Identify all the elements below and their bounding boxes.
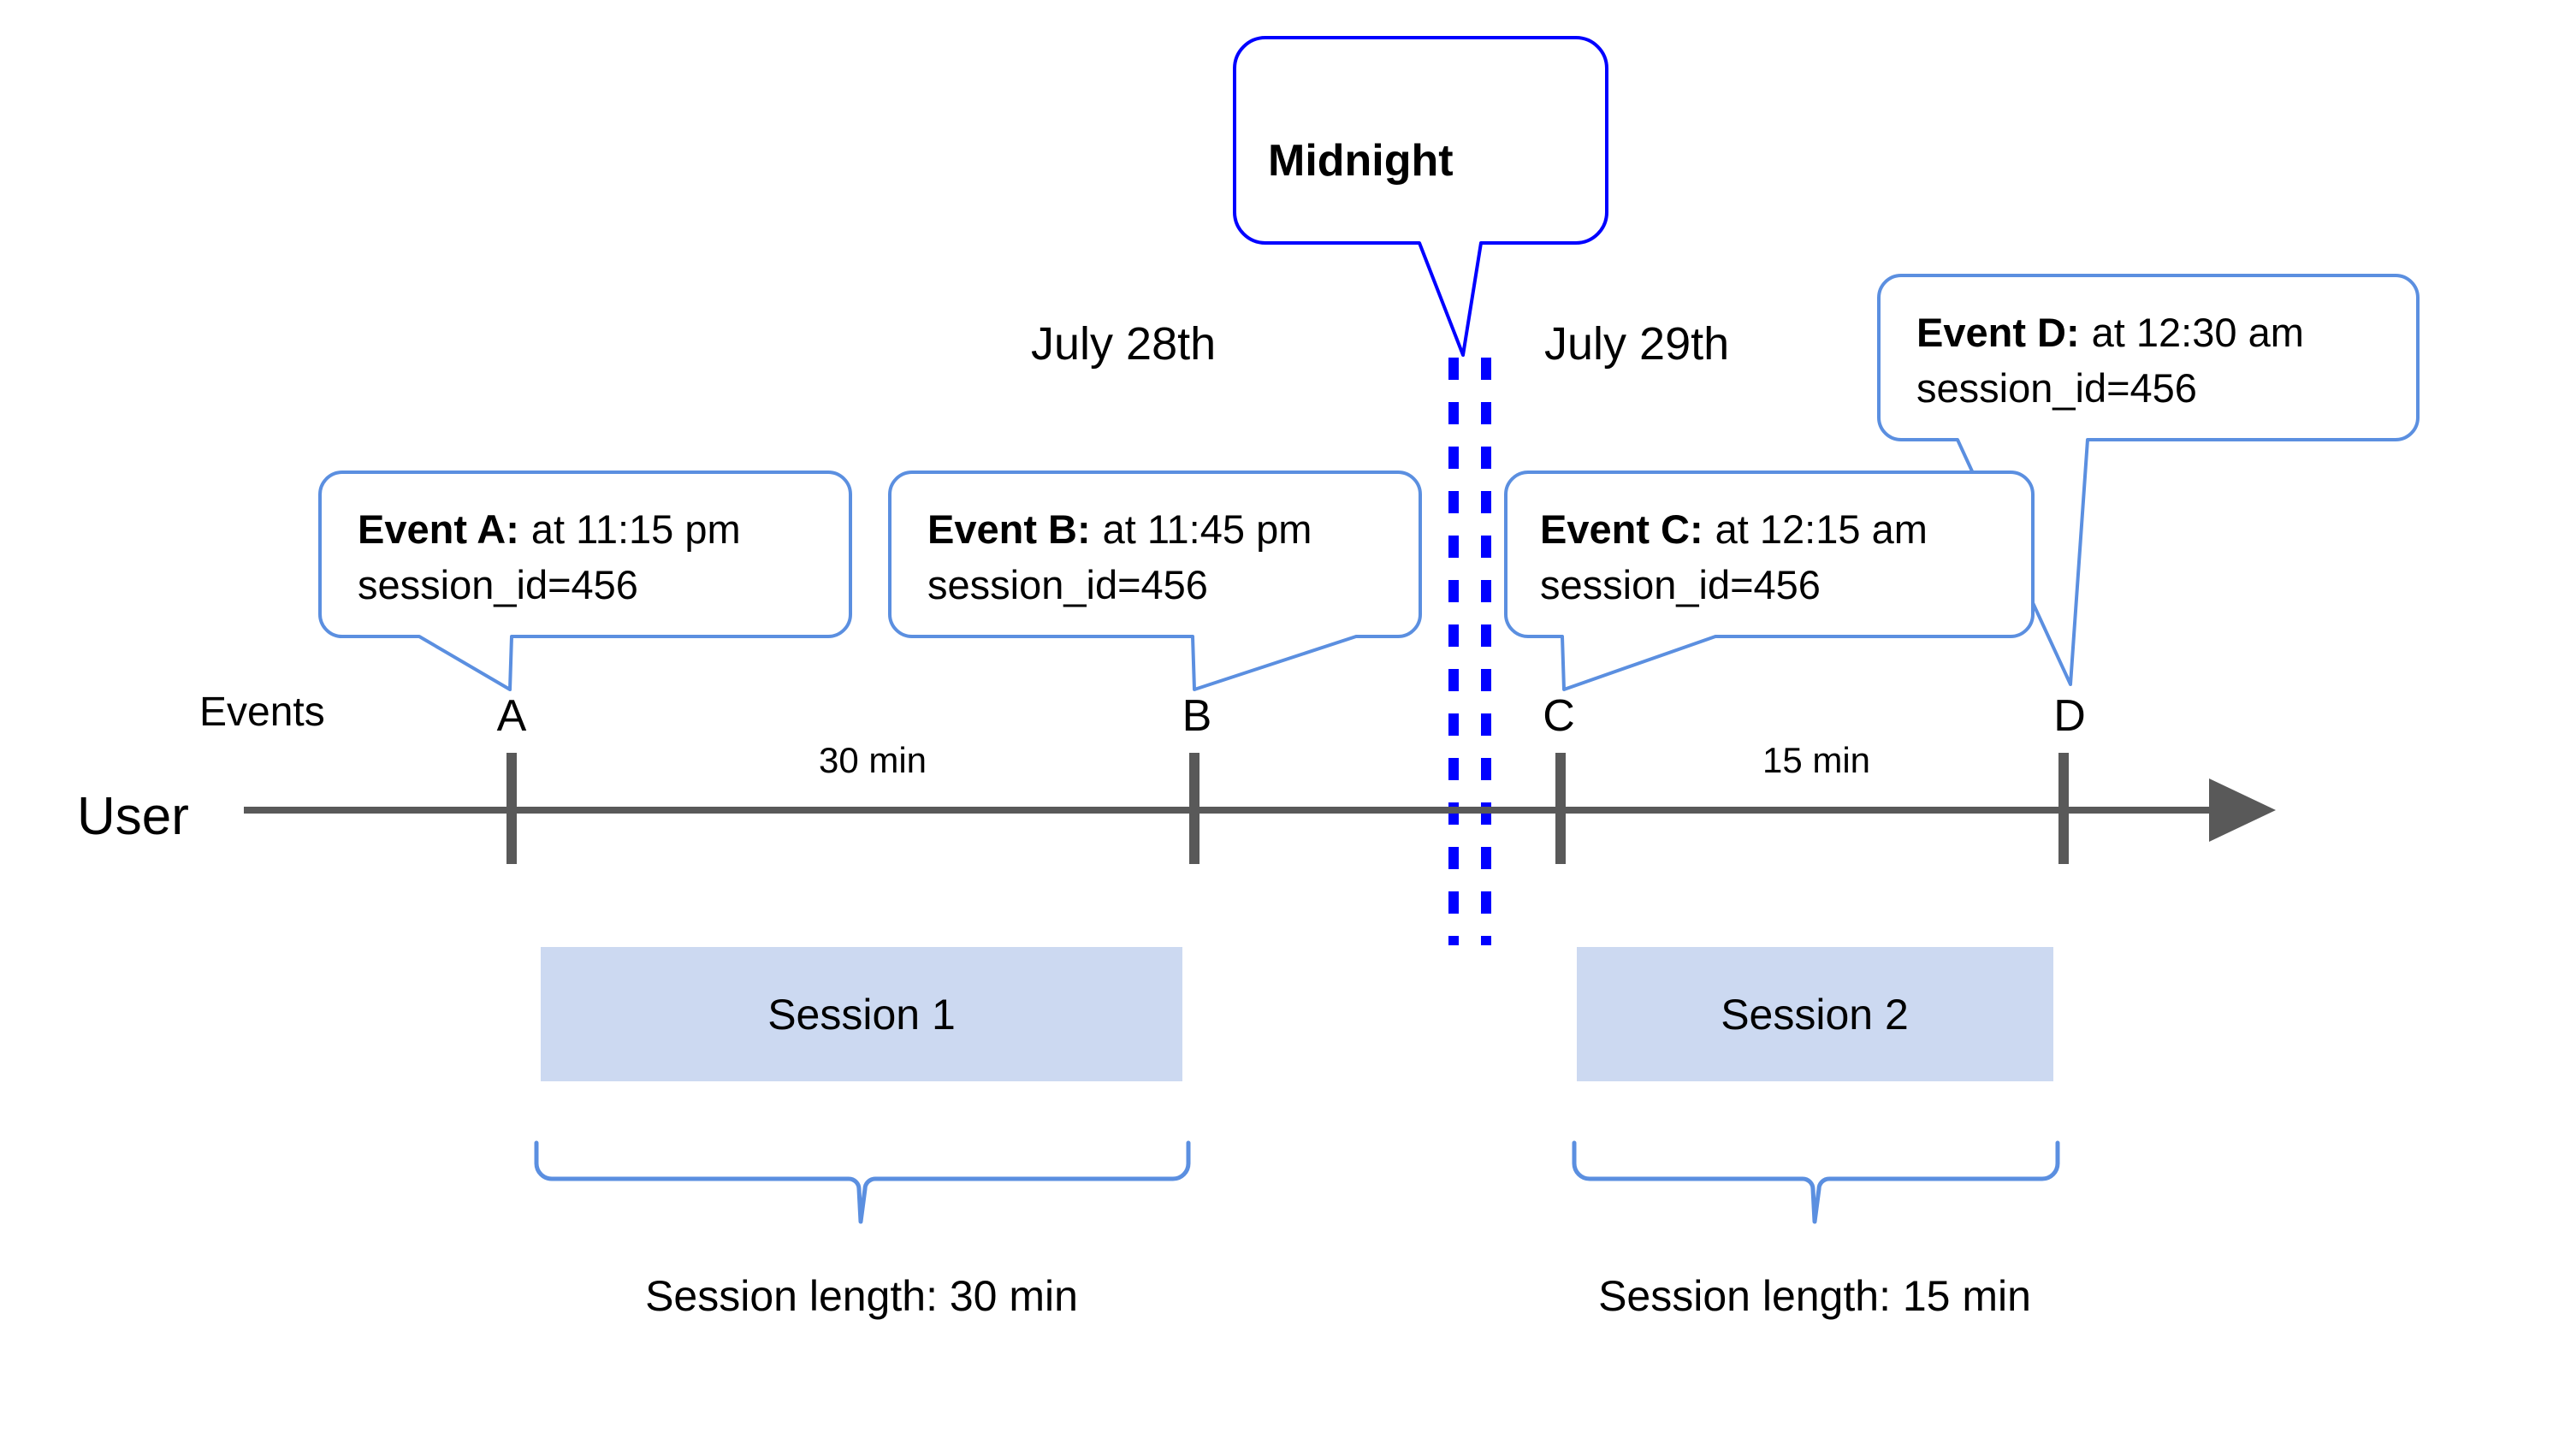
session-2-label: Session 2	[1721, 991, 1909, 1039]
midnight-divider-lines	[1448, 358, 1491, 945]
event-a-time: at 11:15 pm	[531, 506, 741, 552]
session-1-rect	[541, 947, 1182, 1081]
session-2-rect	[1577, 947, 2053, 1081]
session-1-brace: Session length: 30 min	[534, 1140, 1191, 1320]
timeline-axis	[244, 778, 2276, 842]
event-b-callout-shape	[888, 471, 1422, 691]
event-b-session: session_id=456	[927, 562, 1208, 607]
session-2-box: Session 2	[1577, 947, 2053, 1081]
event-c-line1: Event C: at 12:15 am	[1540, 506, 1928, 552]
events-row-label: Events	[199, 690, 325, 735]
midnight-label: Midnight	[1268, 136, 1454, 186]
event-d-time: at 12:30 am	[2092, 310, 2304, 355]
event-c-time: at 12:15 am	[1715, 506, 1928, 552]
event-b-callout: Event B: at 11:45 pm session_id=456	[888, 471, 1422, 691]
event-marker-d: D	[2053, 691, 2086, 864]
event-a-callout: Event A: at 11:15 pm session_id=456	[318, 471, 852, 691]
session-1-box: Session 1	[541, 947, 1182, 1081]
event-b-line1: Event B: at 11:45 pm	[927, 506, 1312, 552]
day-label-left: July 28th	[1031, 318, 1216, 370]
event-marker-label-b: B	[1182, 691, 1212, 741]
user-row-label: User	[77, 787, 189, 846]
event-marker-c: C	[1543, 691, 1575, 864]
gap-label-first: 30 min	[819, 740, 927, 780]
event-marker-label-a: A	[497, 691, 527, 741]
event-a-callout-shape	[318, 471, 852, 691]
event-marker-label-c: C	[1543, 691, 1575, 741]
event-c-callout-shape	[1504, 471, 2035, 691]
session-1-brace-shape	[534, 1140, 1191, 1224]
event-d-line1: Event D: at 12:30 am	[1916, 310, 2304, 355]
session-1-label: Session 1	[767, 991, 956, 1039]
event-b-time: at 11:45 pm	[1103, 506, 1312, 552]
session-2-brace-shape	[1572, 1140, 2060, 1224]
event-marker-label-d: D	[2053, 691, 2086, 741]
event-c-session: session_id=456	[1540, 562, 1821, 607]
day-label-right: July 29th	[1544, 318, 1729, 370]
midnight-callout: Midnight	[1233, 36, 1608, 357]
event-marker-b: B	[1182, 691, 1212, 864]
event-a-title: Event A:	[358, 506, 519, 552]
session-2-length-label: Session length: 15 min	[1598, 1272, 2031, 1320]
timeline-arrowhead-icon	[2209, 778, 2276, 842]
event-a-session: session_id=456	[358, 562, 638, 607]
event-c-callout: Event C: at 12:15 am session_id=456	[1504, 471, 2035, 691]
event-marker-a: A	[497, 691, 527, 864]
event-d-session: session_id=456	[1916, 365, 2197, 411]
session-1-length-label: Session length: 30 min	[645, 1272, 1078, 1320]
session-2-brace: Session length: 15 min	[1572, 1140, 2060, 1320]
event-d-callout-shape	[1877, 274, 2420, 686]
event-c-title: Event C:	[1540, 506, 1703, 552]
event-b-title: Event B:	[927, 506, 1091, 552]
gap-label-second: 15 min	[1762, 740, 1870, 780]
midnight-callout-shape	[1233, 36, 1608, 357]
event-a-line1: Event A: at 11:15 pm	[358, 506, 741, 552]
event-d-title: Event D:	[1916, 310, 2080, 355]
event-d-callout: Event D: at 12:30 am session_id=456	[1877, 274, 2420, 686]
